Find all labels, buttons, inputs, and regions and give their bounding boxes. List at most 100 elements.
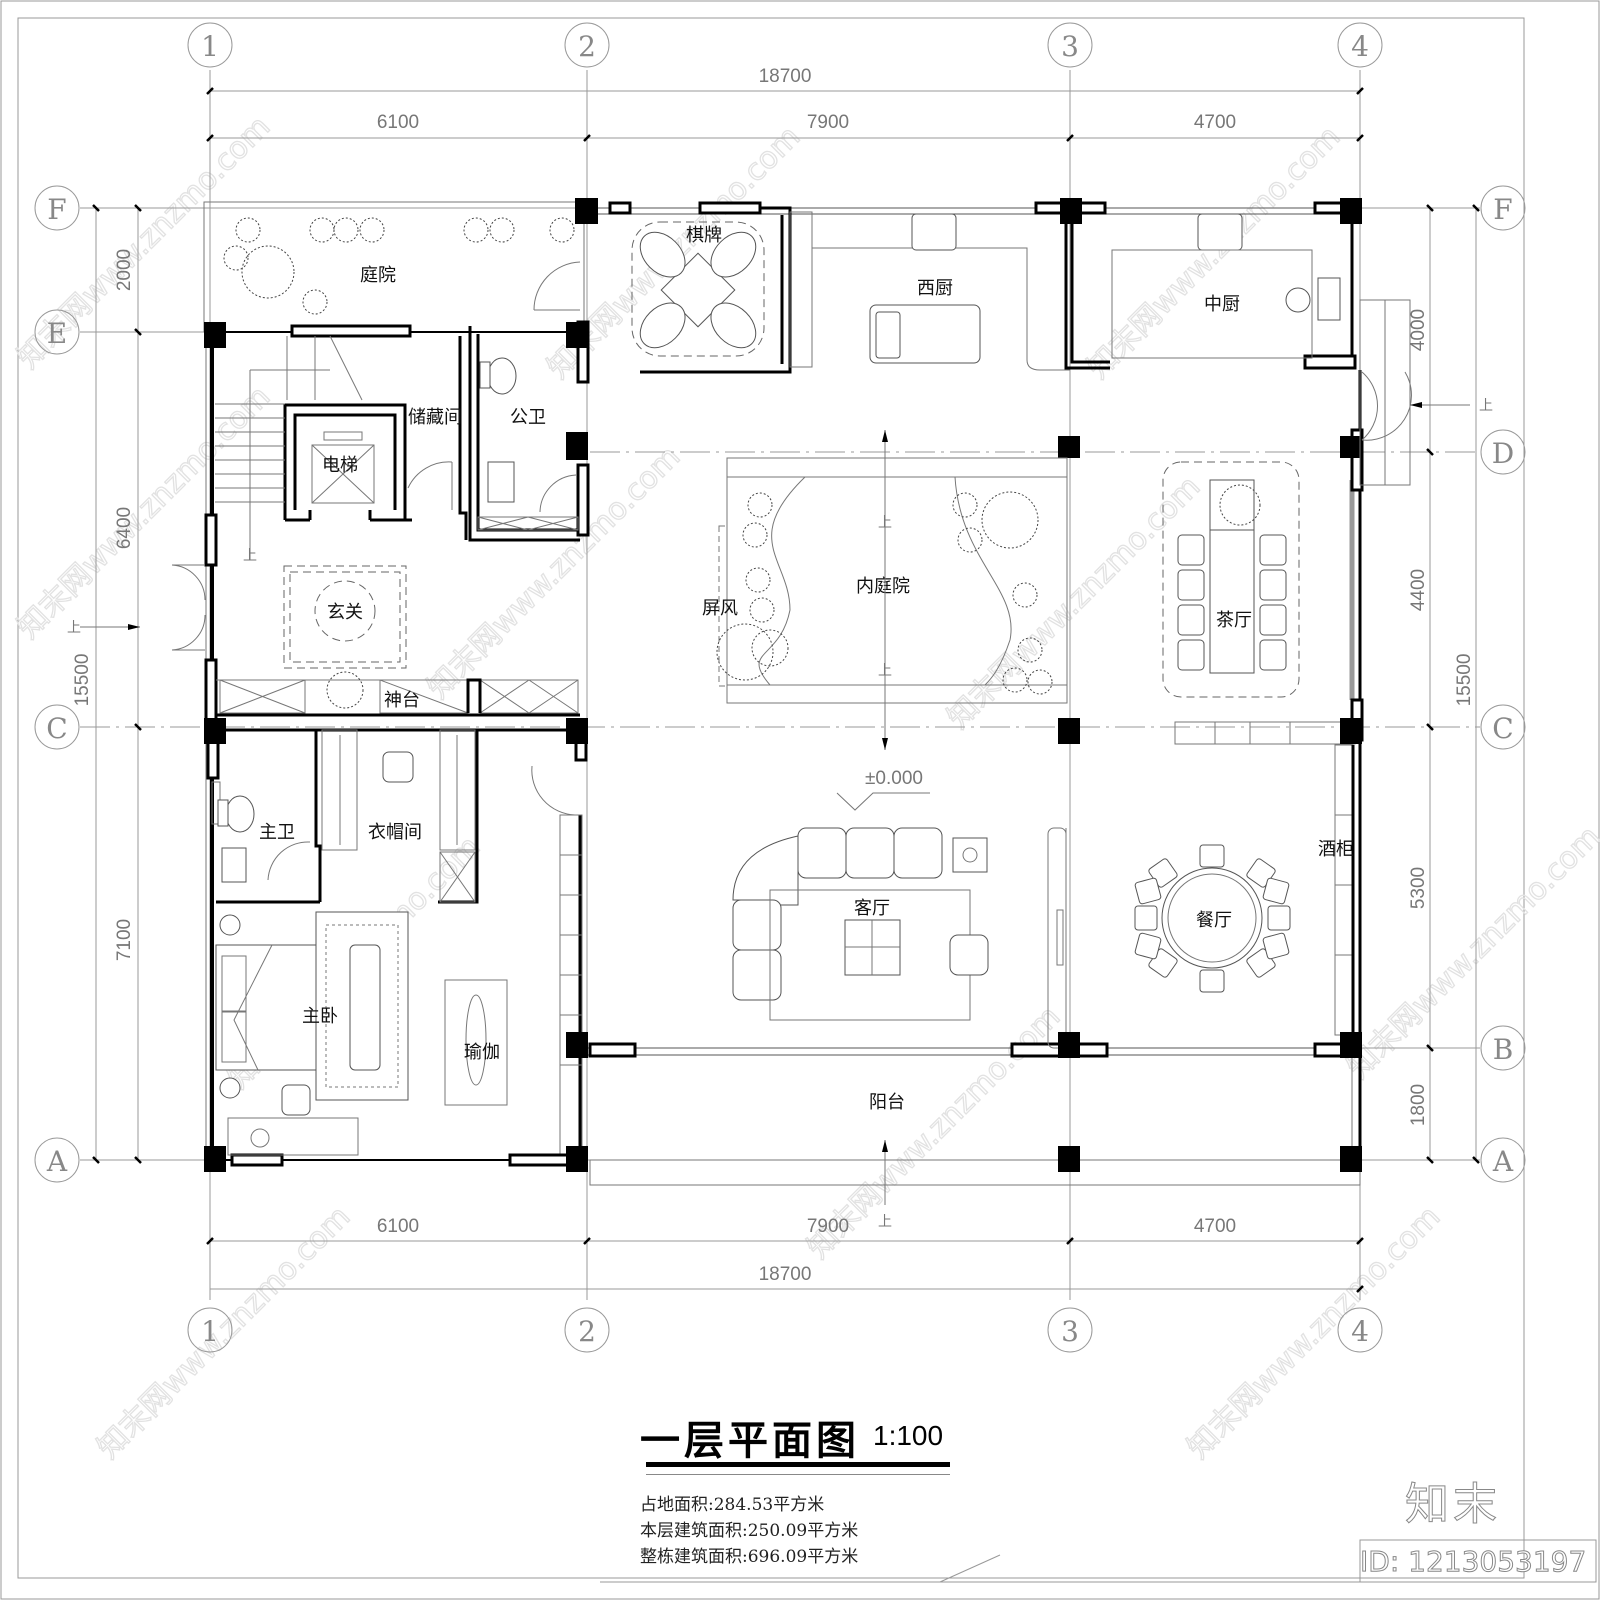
brand-logo: 知末 — [1405, 1479, 1501, 1531]
axis-bubbles-top: 1 2 3 4 — [187, 22, 1383, 68]
svg-text:3: 3 — [1061, 1315, 1079, 1348]
room-label-master-bedroom: 主卧 — [302, 1006, 338, 1027]
title-underline — [646, 1462, 950, 1467]
svg-text:A: A — [46, 1145, 68, 1178]
svg-text:18700: 18700 — [759, 66, 812, 87]
axis-bubbles-left: F E C A — [34, 185, 80, 1183]
svg-text:4000: 4000 — [1408, 309, 1429, 351]
svg-text:F: F — [1493, 193, 1512, 226]
svg-text:上: 上 — [67, 620, 81, 636]
svg-text:1: 1 — [201, 1315, 219, 1348]
svg-text:上: 上 — [878, 1214, 892, 1230]
svg-text:15500: 15500 — [72, 654, 93, 707]
svg-text:知末网www.znzmo.com: 知末网www.znzmo.com — [1181, 1199, 1447, 1465]
svg-text:4700: 4700 — [1194, 1216, 1236, 1237]
elevation-marker: ±0.000 — [836, 768, 930, 811]
title-underline-thin — [646, 1474, 950, 1475]
stat-floor-area: 本层建筑面积:250.09平方米 — [640, 1521, 859, 1541]
sofa — [732, 827, 989, 1021]
svg-text:F: F — [47, 193, 66, 226]
room-label-balcony: 阳台 — [869, 1092, 905, 1113]
drawing-id: ID: 1213053197 — [1359, 1545, 1587, 1579]
watermark: 知末网www.znzmo.com 知末网www.znzmo.com 知末网www… — [10, 109, 1600, 1467]
dimensions-bottom: 6100 7900 4700 18700 — [206, 1216, 1364, 1293]
room-label-master-bath: 主卫 — [259, 822, 295, 843]
svg-text:7900: 7900 — [807, 112, 849, 133]
svg-text:上: 上 — [878, 515, 892, 531]
room-label-dining-room: 餐厅 — [1196, 910, 1232, 931]
drawing-title: 一层平面图 — [640, 1418, 860, 1464]
stat-total-area: 整栋建筑面积:696.09平方米 — [640, 1547, 859, 1567]
svg-text:B: B — [1493, 1033, 1514, 1066]
dimensions-top: 18700 6100 7900 4700 — [206, 66, 1364, 142]
room-label-western-kitchen: 西厨 — [917, 278, 953, 299]
room-label-elevator: 电梯 — [322, 455, 358, 476]
room-label-foyer: 玄关 — [327, 602, 363, 623]
svg-text:上: 上 — [243, 548, 257, 564]
room-label-storage: 储藏间 — [408, 407, 462, 428]
walls — [203, 201, 1364, 1186]
svg-text:2: 2 — [578, 1315, 596, 1348]
room-label-altar: 神台 — [384, 690, 420, 711]
svg-text:5300: 5300 — [1408, 867, 1429, 909]
staircase — [215, 335, 363, 560]
room-label-tea-room: 茶厅 — [1216, 610, 1252, 631]
room-label-yoga: 瑜伽 — [464, 1042, 500, 1063]
svg-text:C: C — [46, 712, 67, 745]
svg-text:4400: 4400 — [1408, 569, 1429, 611]
svg-text:知末网www.znzmo.com: 知末网www.znzmo.com — [1341, 819, 1600, 1085]
svg-text:6400: 6400 — [114, 507, 135, 549]
svg-text:1800: 1800 — [1408, 1084, 1429, 1126]
doors — [171, 261, 1412, 881]
room-label-public-bath: 公卫 — [510, 407, 546, 428]
inner-frame — [17, 17, 1525, 1579]
room-label-chess: 棋牌 — [686, 225, 722, 246]
svg-text:4700: 4700 — [1194, 112, 1236, 133]
svg-text:上: 上 — [1479, 398, 1493, 414]
svg-text:知末网www.znzmo.com: 知末网www.znzmo.com — [941, 469, 1207, 735]
room-label-wine-cabinet: 酒柜 — [1318, 839, 1354, 860]
id-plate-frame — [1359, 1539, 1597, 1583]
svg-text:上: 上 — [878, 663, 892, 679]
up-arrows: 上 上 上 上 上 上 — [67, 398, 1493, 1230]
drawing-scale: 1:100 — [873, 1420, 944, 1451]
svg-text:C: C — [1492, 712, 1513, 745]
room-label-cloakroom: 衣帽间 — [368, 822, 422, 843]
svg-text:±0.000: ±0.000 — [865, 768, 923, 789]
svg-text:6100: 6100 — [377, 112, 419, 133]
room-label-living-room: 客厅 — [854, 898, 890, 919]
furniture — [215, 213, 1341, 1156]
svg-text:2000: 2000 — [114, 249, 135, 291]
svg-text:4: 4 — [1351, 30, 1369, 63]
svg-text:E: E — [47, 317, 67, 350]
svg-text:6100: 6100 — [377, 1216, 419, 1237]
structural-columns — [204, 198, 1362, 1172]
svg-text:1: 1 — [201, 30, 219, 63]
room-labels: 庭院 棋牌 西厨 中厨 储藏间 公卫 电梯 玄关 神台 内庭院 屏风 茶厅 主卫… — [259, 225, 1354, 1113]
room-label-inner-courtyard: 内庭院 — [856, 576, 910, 597]
room-label-chinese-kitchen: 中厨 — [1204, 294, 1240, 315]
plants — [223, 217, 1261, 709]
room-label-courtyard: 庭院 — [360, 265, 396, 286]
dimensions-left: 2000 6400 7100 15500 — [72, 204, 142, 1164]
svg-text:知末网www.znzmo.com: 知末网www.znzmo.com — [1081, 119, 1347, 385]
svg-text:2: 2 — [578, 30, 596, 63]
svg-text:3: 3 — [1061, 30, 1079, 63]
svg-text:18700: 18700 — [759, 1264, 812, 1285]
axis-bubbles-right: F D C B A — [1480, 185, 1526, 1183]
svg-text:A: A — [1492, 1145, 1514, 1178]
dining-table — [1134, 844, 1291, 993]
dimensions-right: 4000 4400 5300 1800 15500 — [1408, 204, 1480, 1164]
svg-text:15500: 15500 — [1454, 654, 1475, 707]
svg-text:D: D — [1492, 437, 1514, 470]
axis-bubbles-bottom: 1 2 3 4 — [187, 1307, 1383, 1353]
svg-text:7900: 7900 — [807, 1216, 849, 1237]
stat-site-area: 占地面积:284.53平方米 — [640, 1495, 825, 1515]
svg-text:4: 4 — [1351, 1315, 1369, 1348]
svg-text:知末网www.znzmo.com: 知末网www.znzmo.com — [11, 379, 277, 645]
title-block-diagonal — [939, 1554, 1001, 1583]
svg-text:知末网www.znzmo.com: 知末网www.znzmo.com — [91, 1199, 357, 1465]
room-label-screen: 屏风 — [702, 598, 738, 619]
